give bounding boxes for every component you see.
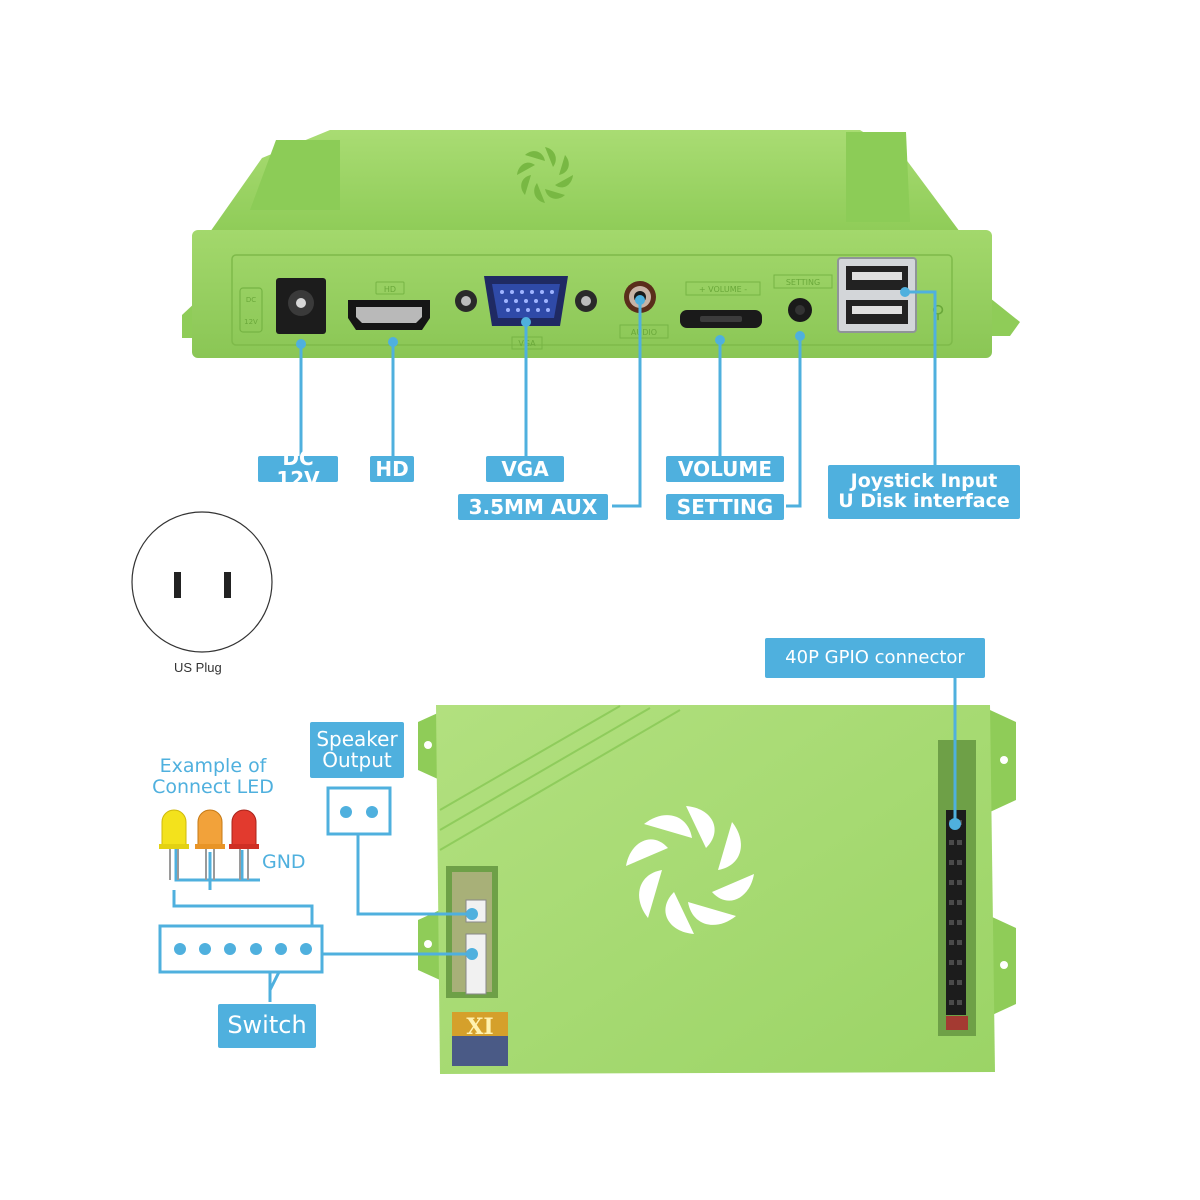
aux-callout-text: 3.5MM AUX [468,494,598,519]
dc-12v-callout: DC 12V [258,448,338,490]
vga-port: VGA [455,276,597,350]
joystick-callout-line2: U Disk interface [838,490,1010,512]
example-leds [159,809,259,880]
dc-embossed-label: DC [246,296,256,304]
setting-button: SETTING [773,274,833,322]
dc-callout-dot [296,339,306,349]
joystick-usb-callout: Joystick Input U Disk interface [828,465,1020,519]
device-top-surface [210,130,960,232]
speaker-callout-dot [466,908,478,920]
device-right-wing [846,132,910,222]
svg-text:XI: XI [466,1014,493,1040]
board-case-stripes [439,705,681,851]
switch-callout: Switch [218,1004,316,1048]
board-case-top [436,705,995,1074]
board-callout-lines [172,678,957,1002]
front-device: DC 12V HD VGA [182,130,1020,508]
hd-callout-text: HD [375,456,409,481]
gpio-callout: 40P GPIO connector [765,638,985,678]
joystick-callout-line1: Joystick Input [850,470,998,493]
setting-embossed-label: SETTING [786,278,820,287]
device-front-inset [231,254,953,346]
device-right-tab [990,298,1020,336]
setting-callout: SETTING [666,494,784,520]
volume-callout-dot [715,335,725,345]
dc-jack: DC 12V [239,278,326,334]
speaker-callout-line2: Output [322,748,392,772]
volume-embossed-label: + VOLUME - [699,285,747,294]
hd-callout: HD [370,456,414,482]
usb-callout-dot [900,287,910,297]
dc-12v-callout-text: DC 12V [276,446,320,491]
speaker-connector-diagram [326,786,392,836]
led-example-label: Example of Connect LED [140,756,286,798]
yellow-led-icon [159,809,189,880]
setting-callout-text: SETTING [676,494,774,519]
aux-callout-dot [635,295,645,305]
volume-wheel: + VOLUME - [680,281,762,328]
dc-12v-embossed-label: 12V [244,318,258,326]
hd-embossed-label: HD [384,285,396,294]
setting-callout-dot [795,331,805,341]
us-plug-label: US Plug [174,660,222,675]
hd-callout-dot [388,337,398,347]
brand-logo-badge: XI [452,1012,508,1066]
usb-icon: ⚲ [931,302,944,323]
speaker-output-callout: Speaker Output [310,722,404,778]
gpio-callout-text: 40P GPIO connector [785,646,965,668]
speaker-callout-line1: Speaker [316,727,398,751]
volume-callout: VOLUME [666,456,784,482]
led-example-line2: Connect LED [152,775,274,798]
top-fan-grille [517,147,573,203]
us-plug-icon [131,511,273,653]
switch-connector-diagram [158,924,324,974]
switch-callout-text: Switch [227,1011,307,1040]
audio-embossed-label: AUDIO [631,328,657,337]
vga-callout-dot [521,317,531,327]
device-left-wing [250,140,340,210]
vga-callout: VGA [486,456,564,482]
hdmi-port: HD [348,281,430,330]
orange-led-icon [195,809,225,880]
red-led-icon [229,809,259,880]
switch-callout-dot [466,948,478,960]
front-callout-lines [299,290,937,508]
board-fan-grille [626,806,754,934]
aux-callout: 3.5MM AUX [458,494,608,520]
led-example-line1: Example of [159,755,267,777]
board-device: XI [418,705,1016,1074]
volume-callout-text: VOLUME [678,456,772,481]
gnd-label: GND [262,851,306,873]
gpio-callout-dot [949,818,961,830]
usb-ports: ⚲ [837,257,945,333]
vga-callout-text: VGA [501,456,549,481]
